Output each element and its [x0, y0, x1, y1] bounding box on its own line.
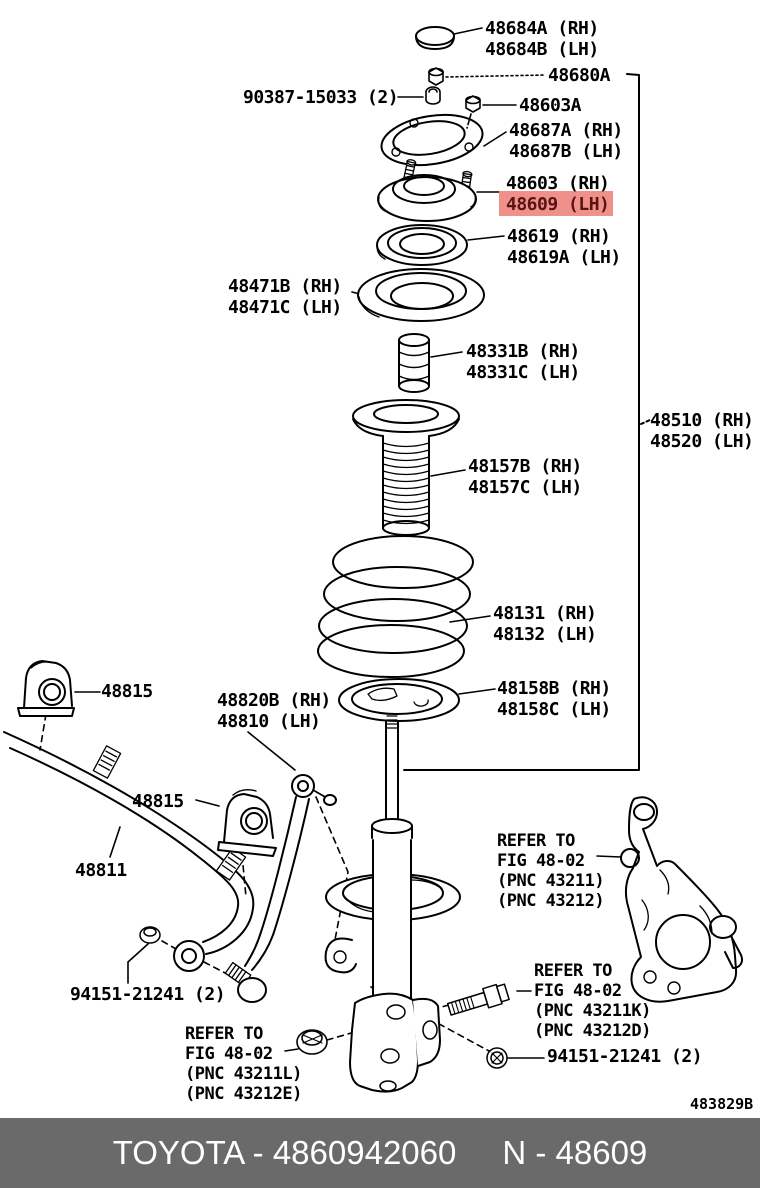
part-label-48158[interactable]: 48158B (RH)48158C (LH) — [497, 678, 611, 720]
part-label-94151-left[interactable]: 94151-21241 (2) — [70, 984, 226, 1005]
steering-knuckle-drawing — [620, 796, 743, 1003]
nut-94151-right-drawing — [486, 1047, 508, 1069]
nut-43211l-drawing — [296, 1029, 328, 1055]
part-label-48815-upper[interactable]: 48815 — [101, 681, 153, 702]
support-cap-drawing — [415, 26, 455, 50]
bush-90387-drawing — [425, 86, 441, 105]
strut-mount-drawing — [377, 159, 477, 222]
lower-spring-seat-drawing — [338, 678, 460, 722]
part-label-48687[interactable]: 48687A (RH)48687B (LH) — [509, 120, 623, 162]
stabilizer-link-drawing — [224, 774, 337, 1003]
part-label-48510[interactable]: 48510 (RH)48520 (LH) — [650, 410, 754, 452]
diagram-sheet-code: 483829B — [690, 1095, 754, 1113]
nut-48603a-drawing — [465, 95, 481, 113]
strut-assembly-drawing — [324, 715, 461, 1093]
nut-94151-left-drawing — [139, 926, 161, 944]
part-label-48680a[interactable]: 48680A — [548, 65, 611, 86]
assembly-bracket-line — [403, 73, 651, 771]
part-label-48820[interactable]: 48820B (RH)48810 (LH) — [217, 690, 331, 732]
diagram-line-art — [3, 26, 743, 1093]
part-label-48603-48609[interactable]: 48603 (RH)48609 (LH) — [499, 173, 614, 216]
part-label-48131[interactable]: 48131 (RH)48132 (LH) — [493, 603, 597, 645]
bearing-drawing — [376, 224, 468, 266]
part-label-48684[interactable]: 48684A (RH)48684B (LH) — [485, 18, 599, 60]
footer-figure-code: N - 48609 — [502, 1134, 648, 1171]
stabilizer-bush-upper-drawing — [17, 660, 75, 717]
part-label-90387[interactable]: 90387-15033 (2) — [243, 87, 399, 108]
part-label-48619[interactable]: 48619 (RH)48619A (LH) — [507, 226, 621, 268]
footer-part-code: TOYOTA - 4860942060 — [112, 1134, 457, 1171]
part-label-48157[interactable]: 48157B (RH)48157C (LH) — [468, 456, 582, 498]
dust-boot-drawing — [352, 399, 460, 536]
mounting-plate-drawing — [380, 113, 484, 167]
part-label-48331[interactable]: 48331B (RH)48331C (LH) — [466, 341, 580, 383]
part-label-48603a[interactable]: 48603A — [519, 95, 582, 116]
footer-bar: TOYOTA - 4860942060 N - 48609 — [0, 1118, 760, 1188]
part-label-48815-lower[interactable]: 48815 — [132, 791, 184, 812]
upper-spring-seat-drawing — [357, 268, 485, 322]
part-label-48811[interactable]: 48811 — [75, 860, 127, 881]
bolt-drawing — [446, 983, 510, 1016]
stabilizer-bar-drawing — [3, 731, 255, 972]
nut-48680a-drawing — [428, 67, 444, 86]
part-label-94151-right[interactable]: 94151-21241 (2) — [547, 1046, 703, 1067]
stabilizer-bush-lower-drawing — [217, 788, 277, 857]
highlighted-part-48609: 48609 (LH) — [499, 191, 614, 216]
coil-spring-drawing — [317, 535, 474, 678]
part-label-48471[interactable]: 48471B (RH)48471C (LH) — [228, 276, 342, 318]
bump-stopper-drawing — [398, 333, 430, 393]
